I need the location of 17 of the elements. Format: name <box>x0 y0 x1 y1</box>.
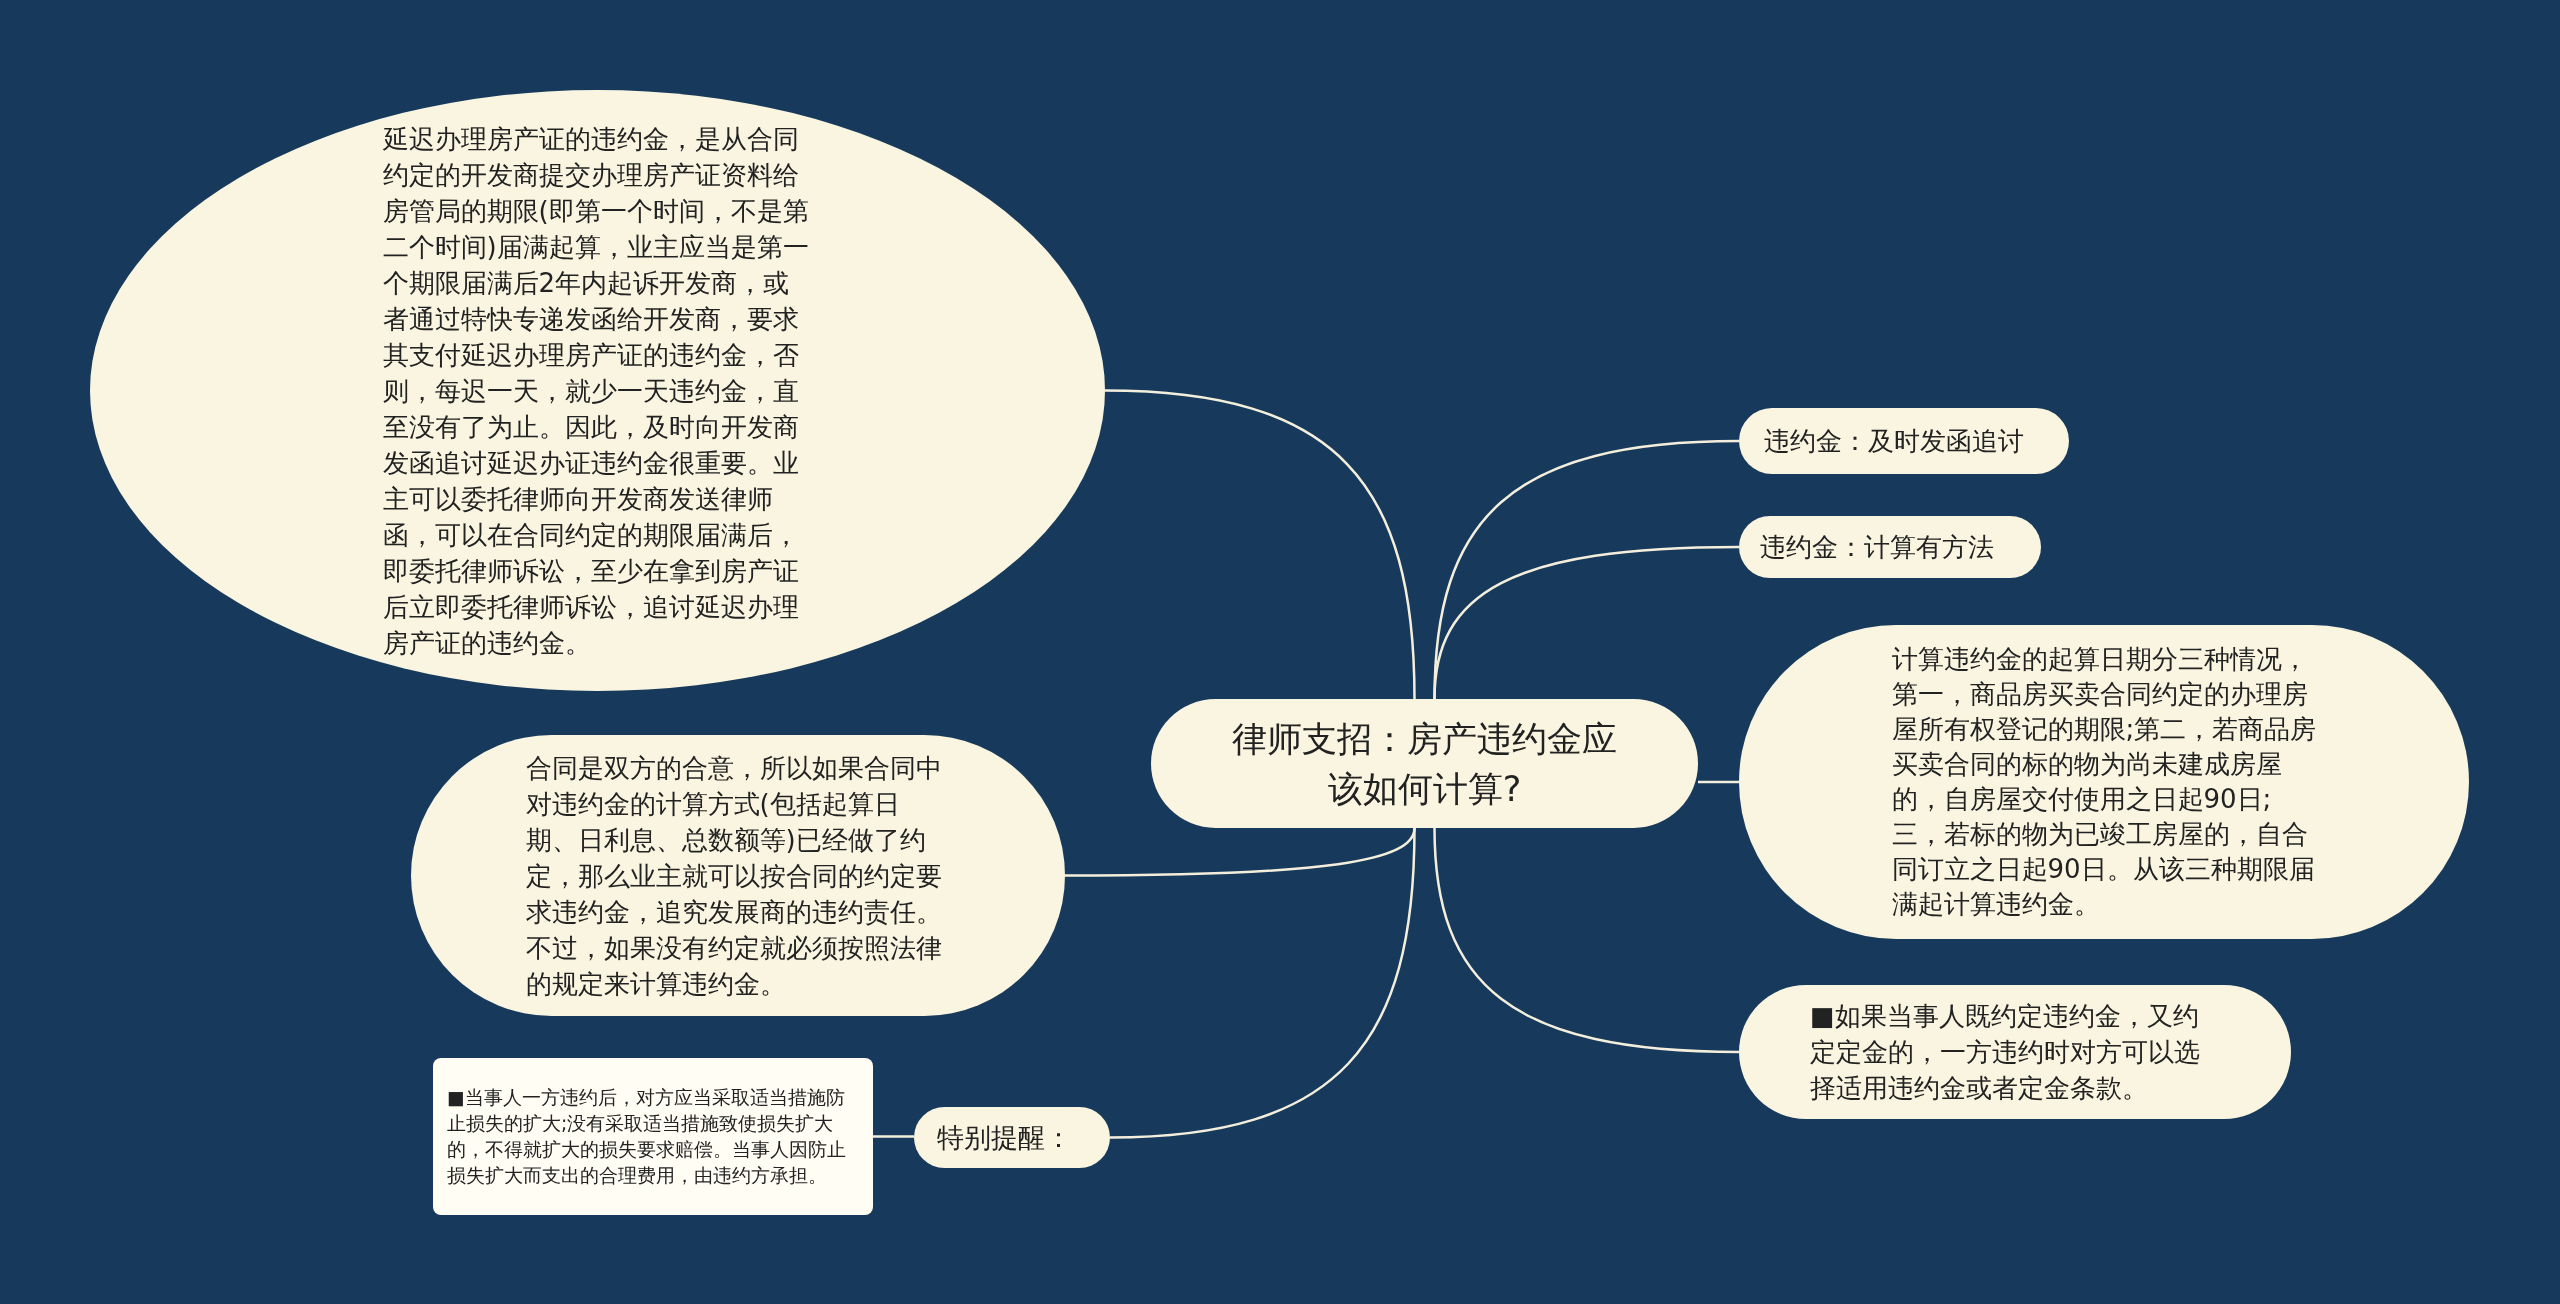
connector-line <box>1104 389 1416 700</box>
node-text: 计算违约金的起算日期分三种情况，第一，商品房买卖合同约定的办理房屋所有权登记的期限;第二，若商品房买卖合同的标的物为尚未建成房屋的，自房屋交付使用之日起90日;三，若标的物为已竣工房屋的，自合同订立之日起90日。从该三种期限届满起计算违约金。 <box>1891 643 2317 921</box>
node-text: ■当事人一方违约后，对方应当采取适当措施防止损失的扩大;没有采取适当措施致使损失扩大的，不得就扩大的损失要求赔偿。当事人因防止损失扩大而支出的合理费用，由违约方承担。 <box>447 1085 847 1188</box>
node-text: 合同是双方的合意，所以如果合同中对违约金的计算方式(包括起算日期、日利息、总数额等)已经做了约定，那么业主就可以按合同的约定要求违约金，追究发展商的违约责任。不过，如果没有约定就必须按照法律的规定来计算违约金。 <box>525 751 943 1001</box>
rounded-node <box>914 1107 1110 1168</box>
note-card <box>433 1058 873 1215</box>
connector-line <box>873 1135 914 1138</box>
node-text: 违约金：计算有方法 <box>1760 531 1995 564</box>
connector-line <box>1433 545 1740 700</box>
node-text: 违约金：及时发函追讨 <box>1764 425 2025 458</box>
connector-line <box>1698 780 1739 784</box>
connector-line <box>1109 827 1416 1139</box>
connector-line <box>1433 827 1740 1054</box>
node-text: ■如果当事人既约定违约金，又约定定金的，一方违约时对方可以选择适用违约金或者定金条款。 <box>1810 1000 2201 1105</box>
node-text: 延迟办理房产证的违约金，是从合同约定的开发商提交办理房产证资料给房管局的期限(即第一个时间，不是第二个时间)届满起算，业主应当是第一个期限届满后2年内起诉开发商，或者通过特快专递发函给开发商，要求其支付延迟办理房产证的违约金，否则，每迟一天，就少一天违约金，直至没有了为止。因此，及时向开发商发函追讨延迟办证违约金很重要。业主可以委托律师向开发商发送律师函，可以在合同约定的期限届满后，即委托律师诉讼，至少在拿到房产证后立即委托律师诉讼，追讨延迟办理房产证的违约金。 <box>382 122 810 660</box>
node-text: 特别提醒： <box>937 1120 1073 1155</box>
node-text: 律师支招：房产违约金应该如何计算? <box>1231 717 1618 811</box>
